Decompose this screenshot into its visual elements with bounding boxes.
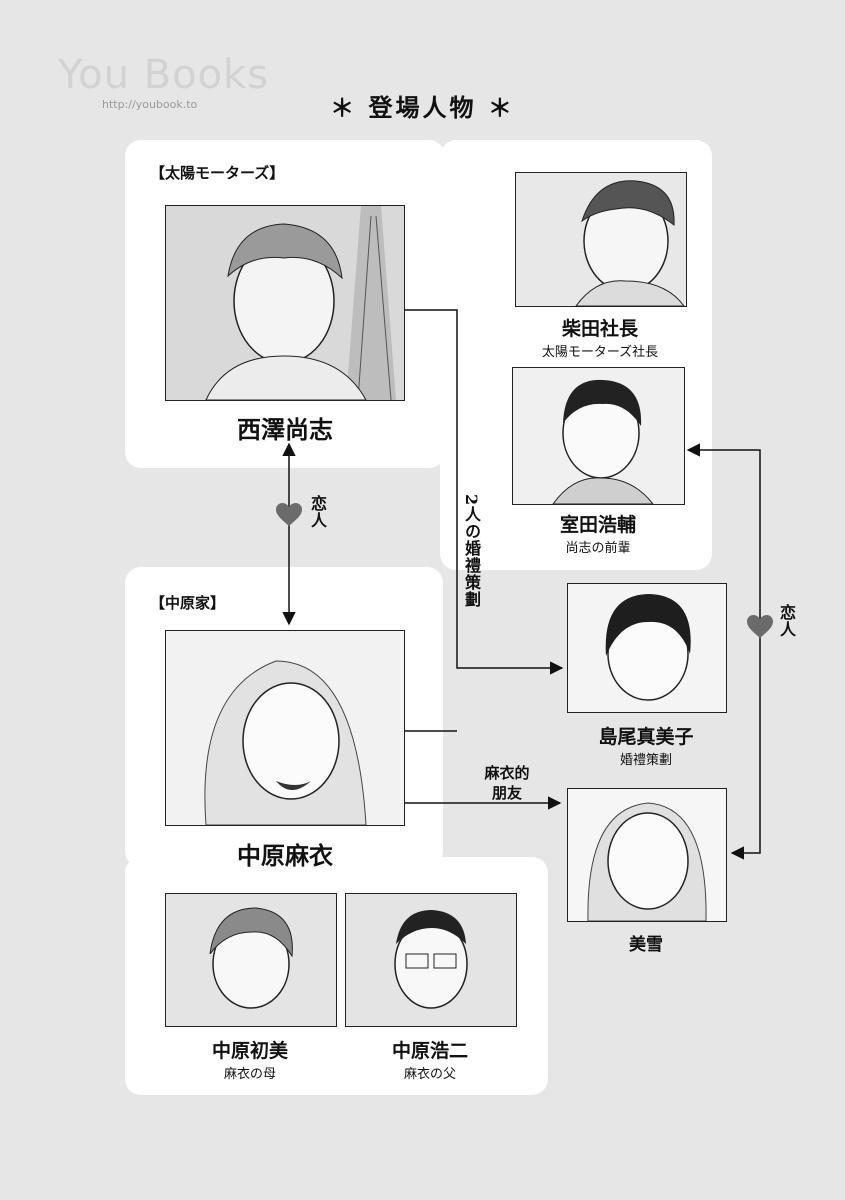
character-name: 美雪 [629, 935, 663, 955]
relation-label-friend: 麻衣的朋友 [484, 764, 530, 802]
character-name: 島尾真美子 [598, 726, 694, 748]
character-role: 麻衣の母 [223, 1067, 276, 1082]
wedding-plan-line [405, 309, 564, 675]
character-role: 婚禮策劃 [619, 753, 672, 768]
character-name: 中原麻衣 [237, 841, 333, 870]
character-role: 太陽モーターズ社長 [541, 345, 659, 360]
page-title: ＊ 登場人物 ＊ [330, 93, 515, 122]
character-role: 麻衣の父 [403, 1067, 456, 1082]
portrait-shibata [515, 172, 687, 307]
relation-label-wedding-plan: 2人の婚禮策劃 [462, 494, 481, 609]
watermark-url: http://youbook.to [102, 98, 198, 111]
lovers-line-right [686, 443, 761, 860]
character-name: 中原初美 [211, 1040, 288, 1062]
character-name: 柴田社長 [561, 318, 638, 340]
heart-icon [276, 503, 302, 527]
relation-label-lovers-left: 恋人 [308, 495, 327, 529]
character-role: 尚志の前輩 [565, 541, 631, 556]
group-label-taiyo: 【太陽モーターズ】 [150, 164, 285, 182]
portrait-hatsumi [165, 893, 337, 1027]
portrait-nishizawa [165, 205, 405, 401]
heart-icon [747, 615, 773, 639]
character-name: 中原浩二 [391, 1040, 468, 1062]
watermark-logo: You Books [58, 52, 270, 98]
group-label-nakahara: 【中原家】 [150, 594, 226, 612]
portrait-miyuki [567, 788, 727, 922]
character-name: 室田浩輔 [559, 514, 636, 536]
portrait-shimao [567, 583, 727, 713]
portrait-koji [345, 893, 517, 1027]
portrait-murota [512, 367, 685, 505]
relation-label-lovers-right: 恋人 [777, 604, 796, 638]
character-name: 西澤尚志 [237, 415, 333, 444]
portrait-mai [165, 630, 405, 826]
